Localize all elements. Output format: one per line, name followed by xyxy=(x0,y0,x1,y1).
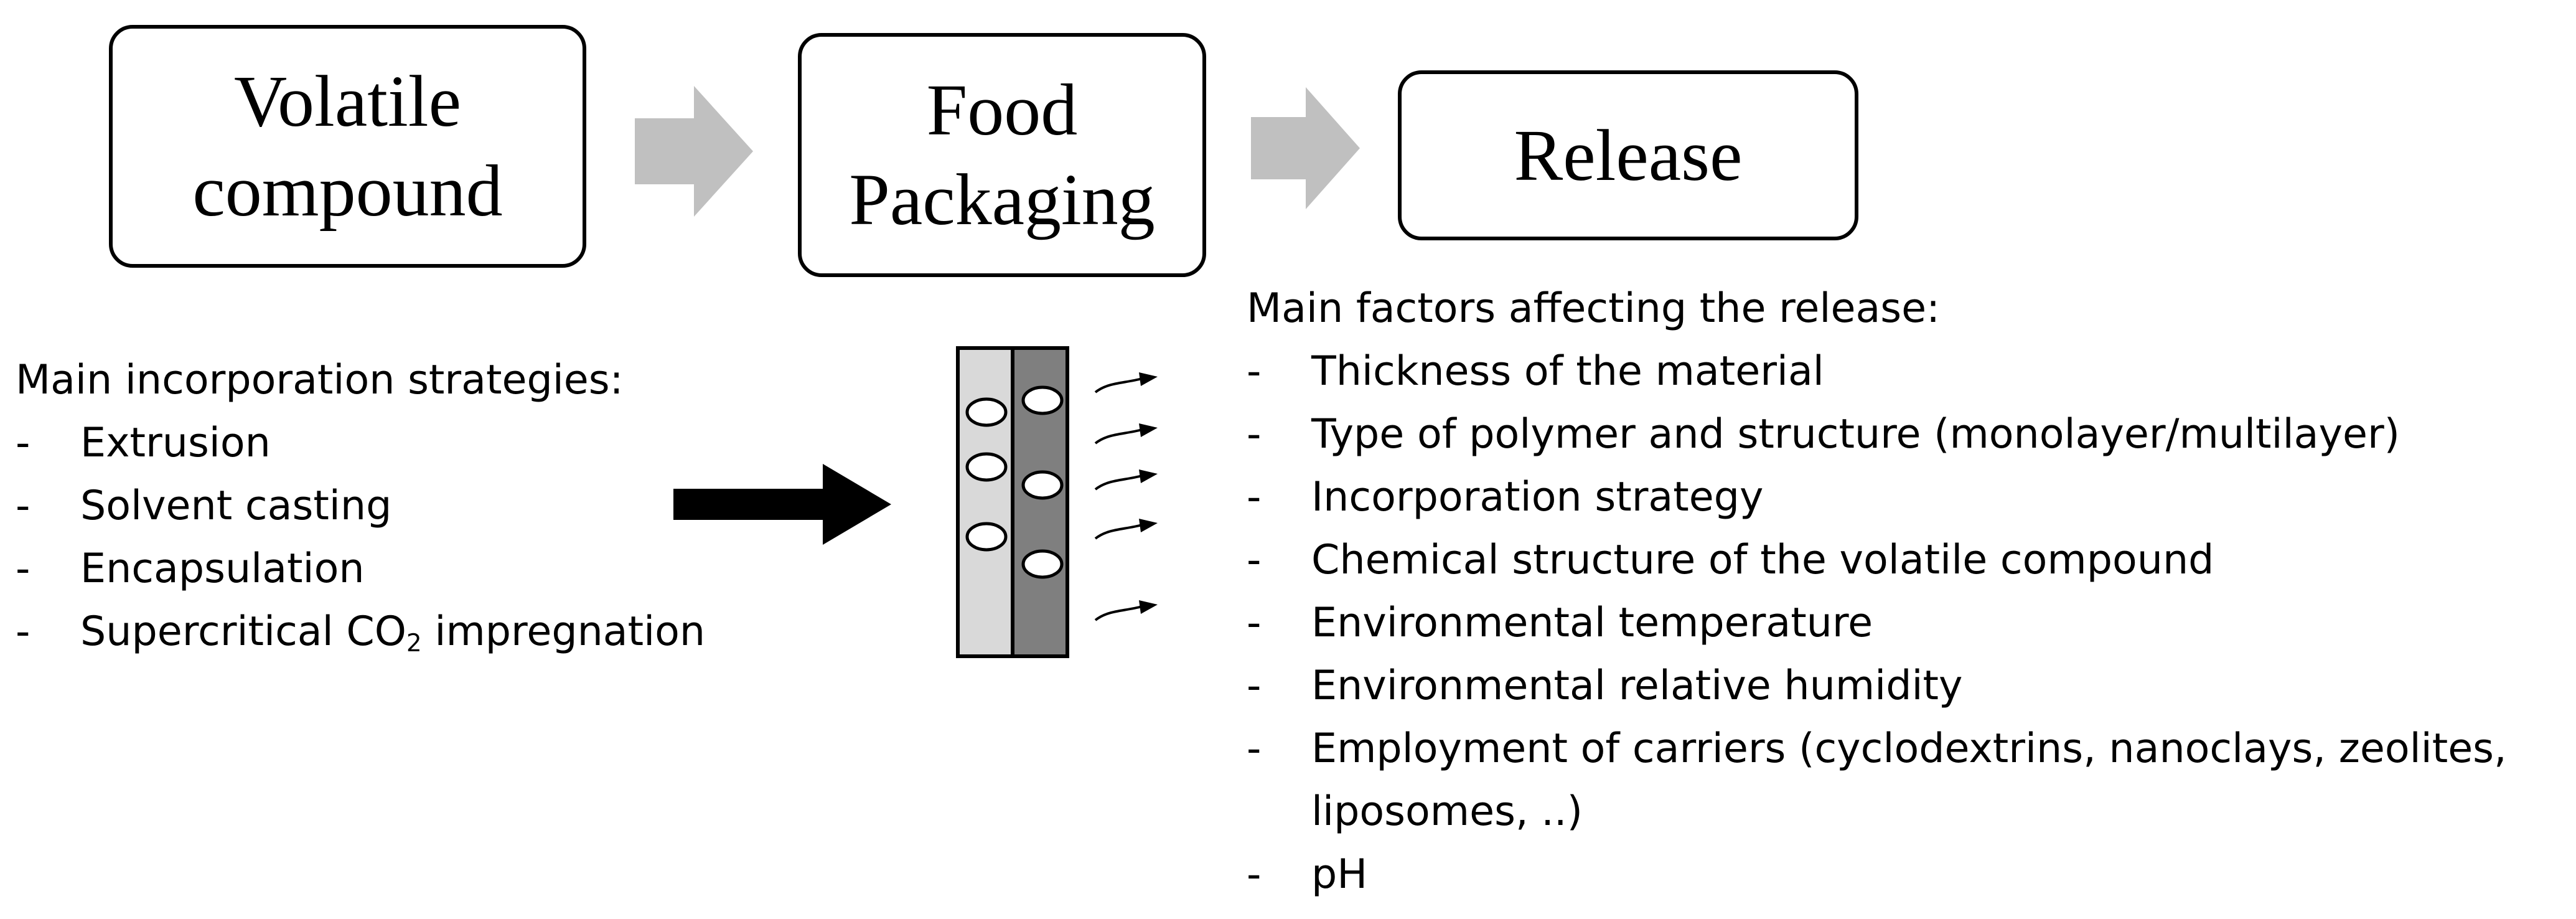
release-factors-list: Main factors affecting the release: Thic… xyxy=(1247,277,2507,906)
volatile-particle xyxy=(1021,549,1064,579)
flow-arrow-1 xyxy=(635,86,753,217)
food-packaging-box: Food Packaging xyxy=(798,33,1206,277)
release-arrowhead xyxy=(1139,372,1158,386)
release-factor-item: Environmental relative humidity xyxy=(1247,654,2507,717)
flow-arrow-1-shape xyxy=(635,86,753,217)
co2-prefix: Supercritical CO xyxy=(80,608,406,655)
co2-suffix: impregnation xyxy=(421,608,706,655)
release-factor-item: pH xyxy=(1247,843,2507,906)
release-arrowhead xyxy=(1139,519,1158,532)
incorporation-list: Main incorporation strategies: Extrusion… xyxy=(16,349,705,663)
incorporation-item: Extrusion xyxy=(16,412,705,474)
volatile-compound-line2: compound xyxy=(192,150,503,232)
incorporation-item-co2: Supercritical CO2 impregnation xyxy=(16,600,705,663)
release-arrowhead xyxy=(1139,600,1158,614)
release-label: Release xyxy=(1514,114,1743,196)
incorporation-item: Encapsulation xyxy=(16,537,705,600)
packaging-layers-illustration xyxy=(956,346,1158,658)
flow-arrow-2 xyxy=(1251,87,1360,209)
co2-subscript: 2 xyxy=(406,629,422,657)
volatile-particle xyxy=(965,397,1008,427)
incorporation-heading: Main incorporation strategies: xyxy=(16,357,624,403)
release-arrowhead xyxy=(1139,469,1158,483)
flow-arrow-2-shape xyxy=(1251,87,1360,209)
volatile-particle xyxy=(1021,385,1064,415)
release-factor-item: Type of polymer and structure (monolayer… xyxy=(1247,403,2507,466)
release-factor-item: Environmental temperature xyxy=(1247,591,2507,654)
volatile-particle xyxy=(965,452,1008,482)
release-factor-item-continuation: liposomes, ..) xyxy=(1311,788,1583,835)
release-arrow xyxy=(1094,377,1143,394)
release-arrow xyxy=(1094,474,1143,491)
black-arrow-shape xyxy=(673,464,891,545)
black-arrow xyxy=(673,464,891,545)
release-arrowhead xyxy=(1139,423,1158,437)
release-arrow xyxy=(1094,605,1143,621)
volatile-compound-box: Volatile compound xyxy=(109,25,586,268)
food-packaging-line2: Packaging xyxy=(849,159,1155,240)
release-box: Release xyxy=(1398,70,1858,240)
release-arrow xyxy=(1094,524,1143,540)
volatile-particle xyxy=(965,522,1008,552)
release-factors-heading: Main factors affecting the release: xyxy=(1247,285,1941,332)
release-factor-item: Employment of carriers (cyclodextrins, n… xyxy=(1247,717,2507,780)
release-factor-item: Chemical structure of the volatile compo… xyxy=(1247,529,2507,591)
release-factor-item: Incorporation strategy xyxy=(1247,466,2507,529)
volatile-compound-line1: Volatile xyxy=(234,60,461,143)
incorporation-item: Solvent casting xyxy=(16,474,705,537)
food-packaging-line1: Food xyxy=(926,69,1078,151)
release-arrow xyxy=(1094,428,1143,445)
layer-light xyxy=(956,346,1014,658)
release-factor-item: Thickness of the material xyxy=(1247,340,2507,403)
release-arrows xyxy=(1094,377,1143,621)
volatile-particle xyxy=(1021,470,1064,500)
